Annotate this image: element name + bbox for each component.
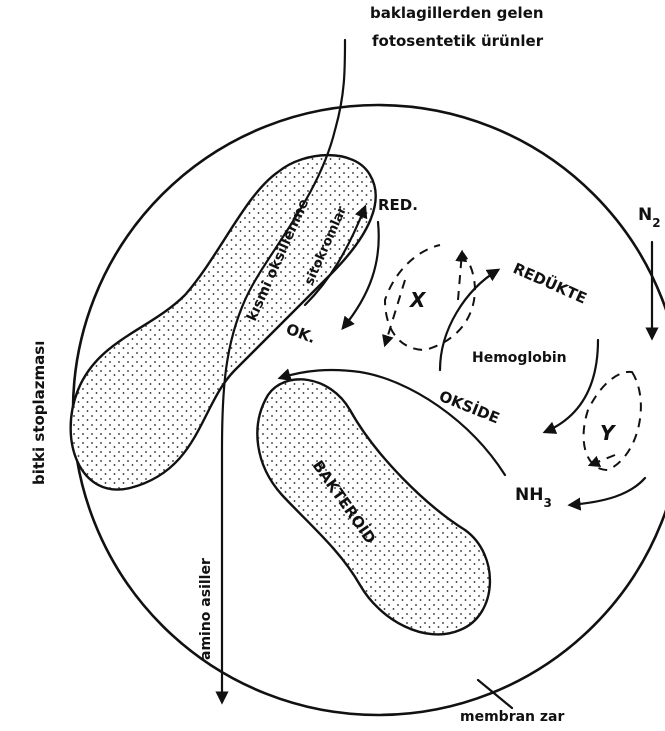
membrane-leader-line [478, 680, 512, 708]
oxidized-label: OKSİDE [437, 386, 503, 427]
nh3-label: NH3 [515, 485, 552, 510]
red-label: RED. [378, 196, 418, 214]
hemoglobin-label: Hemoglobin [472, 350, 567, 366]
n2-label: N2 [638, 205, 661, 230]
membrane-label: membran zar [460, 709, 564, 725]
ok-label: OK. [284, 320, 318, 347]
x-arrow-down [385, 280, 405, 345]
photosynthetic-products-label-line2: fotosentetik ürünler [372, 32, 544, 50]
x-label: X [408, 288, 427, 312]
nh3-arrow [570, 478, 645, 505]
x-arrow-up [458, 252, 462, 300]
cytoplasm-label: bitki stoplazması [30, 341, 48, 485]
y-arrow [590, 455, 615, 465]
y-label: Y [600, 421, 617, 445]
photosynthetic-products-label-line1: baklagillerden gelen [370, 4, 544, 22]
reduced-label: REDÜKTE [510, 258, 589, 307]
amino-acids-label: amino asiller [198, 558, 214, 660]
